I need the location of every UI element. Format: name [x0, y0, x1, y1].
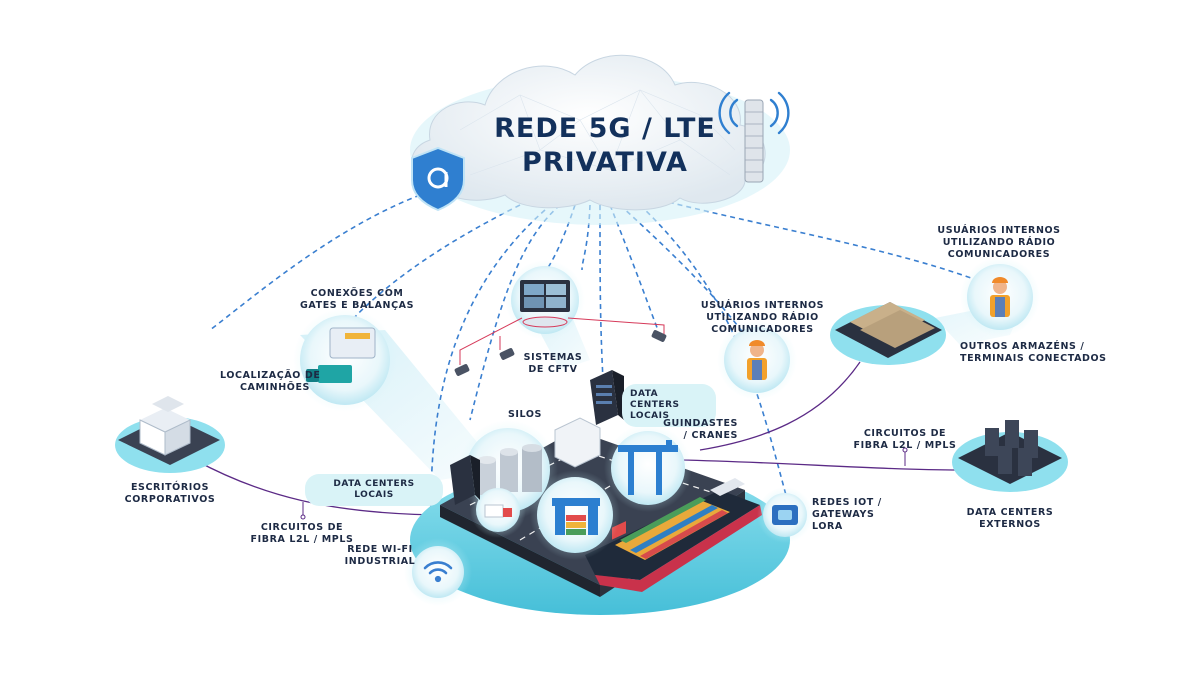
- label-dc-local-left: DATA CENTERS LOCAIS: [305, 474, 443, 506]
- label-gates: CONEXÕES COM GATES E BALANÇAS: [300, 288, 414, 312]
- label-dc-local-mid-line2: LOCAIS: [630, 411, 670, 421]
- antenna-tower-icon: [718, 91, 790, 183]
- label-trucks-line1: LOCALIZAÇÃO DE: [220, 370, 321, 381]
- network-title: REDE 5G / LTE PRIVATIVA: [455, 112, 755, 180]
- label-cranes: GUINDASTES / CRANES: [660, 418, 738, 442]
- office-island: [115, 396, 225, 473]
- label-fiber-left-line1: CIRCUITOS DE: [260, 522, 344, 533]
- label-users-right: USUÁRIOS INTERNOS UTILIZANDO RÁDIO COMUN…: [935, 225, 1063, 261]
- port-building: [554, 417, 601, 468]
- label-iot-line1: REDES IoT /: [812, 497, 882, 508]
- label-iot-line2: GATEWAYS: [812, 509, 875, 520]
- label-offices: ESCRITÓRIOS CORPORATIVOS: [120, 482, 220, 506]
- label-dc-external-line2: EXTERNOS: [979, 519, 1041, 530]
- wifi-bubble: [412, 546, 464, 598]
- label-users-mid-line2: UTILIZANDO RÁDIO: [706, 312, 819, 323]
- label-iot-line3: LORA: [812, 521, 843, 532]
- container-ship: [585, 478, 762, 592]
- title-line-1: REDE 5G / LTE: [494, 113, 716, 144]
- label-dc-external: DATA CENTERS EXTERNOS: [960, 507, 1060, 531]
- users-right-bubble: [967, 264, 1033, 330]
- label-users-right-line3: COMUNICADORES: [947, 249, 1051, 260]
- label-dc-local-left-line2: LOCAIS: [354, 490, 394, 500]
- label-users-mid-line1: USUÁRIOS INTERNOS: [700, 300, 825, 311]
- label-trucks-line2: CAMINHÕES: [239, 382, 310, 393]
- dc-tower-mid: [590, 370, 624, 425]
- wifi-icon: [423, 561, 453, 583]
- label-trucks: LOCALIZAÇÃO DE CAMINHÕES: [220, 370, 321, 394]
- label-warehouses: OUTROS ARMAZÉNS / TERMINAIS CONECTADOS: [960, 341, 1107, 365]
- iot-gateway-bubble: [763, 493, 807, 537]
- label-fiber-right-line1: CIRCUITOS DE: [863, 428, 947, 439]
- external-dc-island: [952, 420, 1068, 492]
- label-cftv-line1: SISTEMAS: [523, 352, 583, 363]
- label-dc-external-line1: DATA CENTERS: [966, 507, 1054, 518]
- label-fiber-left-line2: FIBRA L2L / MPLS: [250, 534, 354, 545]
- cctv-monitor-bubble: [511, 266, 579, 334]
- label-wifi: REDE WI-FI INDUSTRIAL: [340, 544, 420, 568]
- label-gates-line2: GATES E BALANÇAS: [300, 300, 415, 311]
- cctv-network: [454, 317, 667, 376]
- label-dc-local-left-line1: DATA CENTERS: [333, 479, 415, 489]
- label-users-right-line2: UTILIZANDO RÁDIO: [942, 237, 1056, 248]
- label-dc-local-mid: DATA CENTERS LOCAIS: [622, 384, 716, 427]
- label-fiber-right-line2: FIBRA L2L / MPLS: [853, 440, 957, 451]
- label-users-mid-line3: COMUNICADORES: [711, 324, 814, 335]
- fiber-links: [194, 361, 961, 516]
- label-warehouses-line2: TERMINAIS CONECTADOS: [960, 353, 1107, 364]
- label-fiber-right: CIRCUITOS DE FIBRA L2L / MPLS: [845, 428, 965, 452]
- title-line-2: PRIVATIVA: [522, 147, 688, 178]
- label-gates-line1: CONEXÕES COM: [310, 288, 404, 299]
- label-cftv-line2: DE CFTV: [528, 364, 578, 375]
- warehouse-island: [830, 302, 946, 365]
- label-wifi-line1: REDE WI-FI: [347, 544, 413, 555]
- crane-bubble: [611, 431, 685, 505]
- dc-tower-left: [450, 455, 480, 505]
- label-silos: SILOS: [507, 409, 542, 420]
- label-offices-line2: CORPORATIVOS: [124, 494, 216, 505]
- fiber-taps: [300, 447, 908, 520]
- label-dc-local-mid-line1: DATA CENTERS: [630, 389, 680, 410]
- label-wifi-line2: INDUSTRIAL: [344, 556, 416, 567]
- shield-a-icon: [411, 146, 465, 212]
- gates-bubble: [300, 315, 390, 405]
- label-users-mid: USUÁRIOS INTERNOS UTILIZANDO RÁDIO COMUN…: [700, 300, 825, 336]
- private-network-cloud: [410, 54, 790, 225]
- truck-bubble: [476, 488, 520, 532]
- label-cranes-line2: / CRANES: [683, 430, 738, 441]
- label-offices-line1: ESCRITÓRIOS: [130, 482, 210, 493]
- users-mid-bubble: [724, 327, 790, 393]
- yard-crane-bubble: [537, 477, 613, 553]
- label-cranes-line1: GUINDASTES: [663, 418, 738, 429]
- label-users-right-line1: USUÁRIOS INTERNOS: [937, 225, 1061, 236]
- label-fiber-left: CIRCUITOS DE FIBRA L2L / MPLS: [232, 522, 372, 546]
- label-cftv: SISTEMAS DE CFTV: [523, 352, 583, 376]
- label-warehouses-line1: OUTROS ARMAZÉNS /: [960, 341, 1085, 352]
- label-iot: REDES IoT / GATEWAYS LORA: [812, 497, 882, 533]
